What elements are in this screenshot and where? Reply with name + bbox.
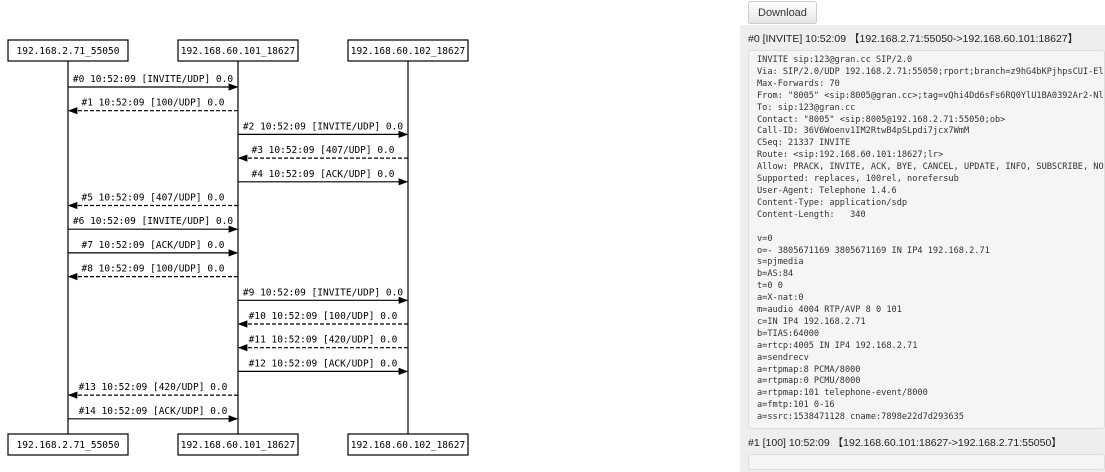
message-label[interactable]: #10 10:52:09 [100/UDP] 0.0: [249, 311, 398, 322]
message-label[interactable]: #3 10:52:09 [407/UDP] 0.0: [252, 145, 395, 156]
participant-box: [347, 39, 469, 62]
download-button[interactable]: Download: [748, 1, 817, 24]
message-label[interactable]: #7 10:52:09 [ACK/UDP] 0.0: [82, 240, 225, 251]
participant-box: [7, 39, 129, 62]
message-label[interactable]: #8 10:52:09 [100/UDP] 0.0: [82, 264, 225, 275]
message-label[interactable]: #13 10:52:09 [420/UDP] 0.0: [79, 382, 228, 393]
packet-body: INVITE sip:123@gran.cc SIP/2.0 Via: SIP/…: [748, 50, 1105, 430]
participant-label: 192.168.60.101_18627: [181, 46, 295, 57]
message-label[interactable]: #2 10:52:09 [INVITE/UDP] 0.0: [243, 121, 403, 132]
message-label[interactable]: #6 10:52:09 [INVITE/UDP] 0.0: [73, 216, 233, 227]
participant-label: 192.168.60.102_18627: [351, 46, 465, 57]
message-label[interactable]: #11 10:52:09 [420/UDP] 0.0: [249, 335, 398, 346]
packet-body: [748, 454, 1105, 471]
packet-detail-panel: #0 [INVITE] 10:52:09 【192.168.2.71:55050…: [740, 25, 1105, 472]
sequence-diagram: 192.168.2.71_55050 192.168.2.71_55050 192.…: [7, 39, 469, 456]
packet-header: #0 [INVITE] 10:52:09 【192.168.2.71:55050…: [748, 33, 1079, 45]
participant-box: [347, 433, 469, 456]
participant-label: 192.168.2.71_55050: [17, 46, 120, 57]
message-label[interactable]: #5 10:52:09 [407/UDP] 0.0: [82, 193, 225, 204]
message-label[interactable]: #9 10:52:09 [INVITE/UDP] 0.0: [243, 287, 403, 298]
message-label[interactable]: #4 10:52:09 [ACK/UDP] 0.0: [252, 169, 395, 180]
message-label[interactable]: #1 10:52:09 [100/UDP] 0.0: [82, 98, 225, 109]
participant-box: [177, 39, 299, 62]
packet-header: #1 [100] 10:52:09 【192.168.60.101:18627-…: [748, 437, 1062, 450]
participant-label: 192.168.2.71_55050: [17, 440, 120, 451]
participant-box: [7, 433, 129, 456]
participant-label: 192.168.60.102_18627: [351, 440, 465, 451]
participant-label: 192.168.60.101_18627: [181, 440, 295, 451]
message-label[interactable]: #12 10:52:09 [ACK/UDP] 0.0: [249, 358, 398, 369]
message-label[interactable]: #0 10:52:09 [INVITE/UDP] 0.0: [73, 74, 233, 85]
message-label[interactable]: #14 10:52:09 [ACK/UDP] 0.0: [79, 406, 228, 417]
participant-box: [177, 433, 299, 456]
